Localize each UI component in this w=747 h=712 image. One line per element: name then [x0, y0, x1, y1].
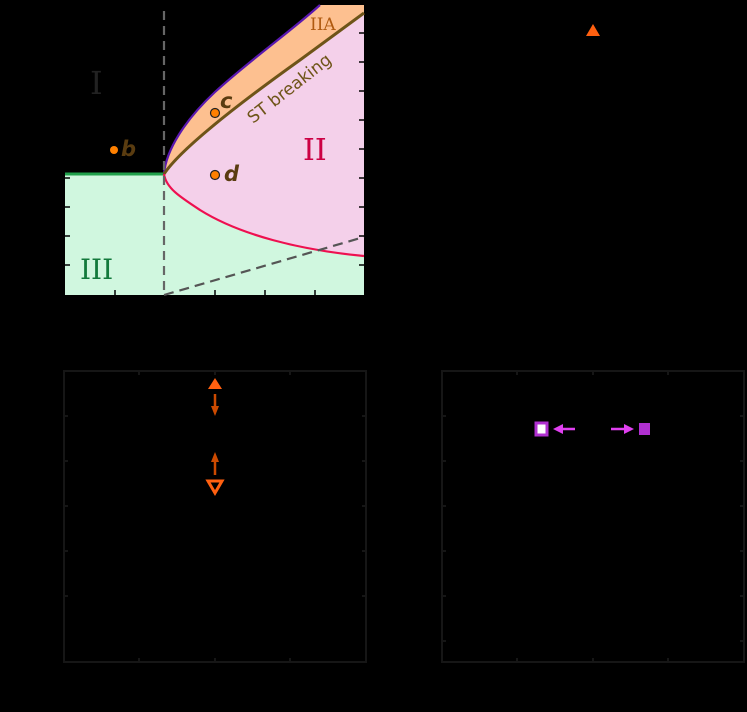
diagonal-dashed-line	[163, 235, 365, 297]
y-ticks-left	[65, 177, 70, 266]
point-b-label: b	[121, 137, 136, 161]
upper-branch-curve	[162, 4, 321, 175]
bottom-right-plot	[441, 370, 745, 663]
x-ticks	[114, 290, 316, 295]
square-open-marker	[534, 421, 549, 437]
arrow-right-icon	[624, 424, 634, 434]
point-c-label: c	[220, 89, 233, 113]
triangle-down-open-marker	[205, 479, 225, 496]
region-II-label: II	[303, 133, 327, 168]
top-right-panel	[380, 0, 747, 330]
arrow-up-icon	[211, 452, 219, 462]
st-breaking-line	[162, 11, 365, 175]
phase-diagram-plot: I II IIA III ST breaking b c d	[65, 4, 365, 297]
bottom-right-ticks	[442, 371, 744, 662]
bottom-left-plot	[63, 370, 367, 663]
bottom-left-ticks	[64, 371, 366, 662]
region-III-label: III	[80, 253, 113, 286]
top-right-plot	[586, 24, 600, 36]
point-b-marker	[110, 146, 118, 154]
point-d-label: d	[224, 162, 240, 186]
bottom-right-frame	[441, 370, 745, 663]
bottom-left-panel	[0, 330, 380, 712]
arrow-down-icon	[211, 406, 219, 416]
region-IIA-fill	[164, 5, 364, 174]
square-filled-marker	[639, 423, 650, 435]
phase-diagram-panel: I II IIA III ST breaking b c d	[0, 0, 380, 330]
y-ticks-right	[359, 32, 364, 266]
arrow-left-icon	[553, 424, 563, 434]
region-I-label: I	[90, 64, 103, 102]
bottom-right-panel	[380, 330, 747, 712]
region-II-fill	[164, 13, 364, 256]
point-d-marker	[209, 169, 221, 181]
triangle-up-marker	[586, 24, 600, 36]
region-IIA-label: IIA	[310, 15, 336, 35]
point-c-marker	[209, 107, 221, 119]
triangle-up-marker	[208, 378, 222, 389]
